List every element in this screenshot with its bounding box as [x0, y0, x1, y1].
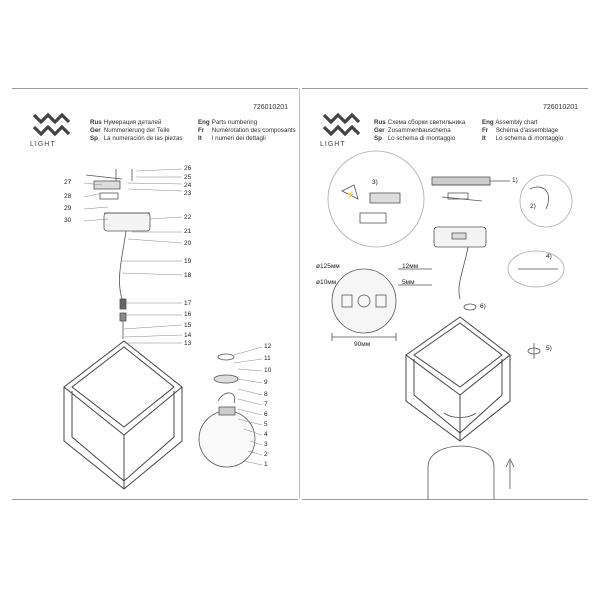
part-number: 10: [264, 367, 272, 374]
title-text: Assembly chart: [495, 119, 538, 126]
step-label: 2): [530, 203, 536, 210]
lang-code: Fr: [198, 127, 205, 134]
lang-code: Sp: [374, 135, 382, 142]
exploded-view-diagram: [63, 168, 263, 490]
step-label: 1): [512, 177, 518, 184]
part-number: 12: [264, 343, 272, 350]
logo-text: LIGHT: [320, 141, 346, 148]
lang-code: Eng: [482, 119, 494, 126]
part-number: 9: [264, 379, 268, 386]
part-number: 13: [184, 340, 192, 347]
dimension-label: ø125мм: [316, 263, 340, 270]
dimension-label: ø10мм: [316, 279, 337, 286]
part-number: 19: [184, 258, 192, 265]
lang-code: Sp: [90, 135, 98, 142]
title-text: Lo schema di montaggio: [495, 135, 564, 142]
lang-code: It: [482, 135, 486, 142]
lang-code: Rus: [374, 119, 386, 126]
part-number: 20: [184, 240, 192, 247]
assembly-diagram: ⚡: [327, 150, 573, 499]
assembly-chart-page: LIGHT 726010201 Rus Схема сборки светиль…: [302, 88, 588, 500]
title-text: Parts numbering: [211, 119, 258, 126]
lang-code: Ger: [90, 127, 101, 134]
part-number: 22: [184, 214, 192, 221]
title-text: Нумерация деталей: [103, 119, 162, 126]
step-label: 4): [546, 253, 552, 260]
part-number: 16: [184, 311, 192, 318]
lang-code: Rus: [90, 119, 102, 126]
lang-code: Ger: [374, 127, 385, 134]
title-text: Zusammenbauschema: [387, 127, 451, 134]
step-label: 6): [480, 303, 486, 310]
product-code: 726010201: [252, 104, 288, 111]
title-text: La numeración de las piezas: [103, 135, 183, 142]
dimension-label: 5мм: [402, 279, 415, 286]
part-number: 7: [264, 401, 268, 408]
title-block-right: Eng Parts numbering Fr Numérotation des …: [198, 119, 296, 143]
part-number: 15: [184, 322, 192, 329]
title-text: Numérotation des composants: [211, 127, 296, 134]
part-number: 1: [264, 461, 268, 468]
parts-numbering-page: LIGHT 726010201 Rus Нумерация деталей Ge…: [12, 88, 298, 500]
title-block-left: Rus Нумерация деталей Ger Nummerierung d…: [90, 119, 183, 143]
part-number: 26: [184, 165, 192, 172]
part-number: 11: [264, 355, 271, 362]
dimension-label: 90мм: [354, 341, 371, 348]
part-number: 25: [184, 174, 192, 181]
part-number: 30: [64, 217, 72, 224]
step-label: 3): [372, 179, 378, 186]
title-block-right: Eng Assembly chart Fr Schéma d'assemblag…: [482, 119, 563, 143]
part-number: 14: [184, 332, 192, 339]
lang-code: Fr: [482, 127, 489, 134]
part-number: 21: [184, 228, 192, 235]
part-number: 23: [184, 190, 192, 197]
page-divider: [299, 88, 300, 498]
title-text: Nummerierung der Teile: [103, 127, 170, 134]
title-text: Lo schema di montaggio: [387, 135, 456, 142]
part-number: 24: [184, 182, 192, 189]
svg-text:⚡: ⚡: [346, 190, 355, 199]
title-text: Schéma d'assemblage: [495, 127, 559, 134]
logo-text: LIGHT: [30, 141, 56, 148]
part-number: 2: [264, 451, 268, 458]
part-number: 17: [184, 300, 192, 307]
part-number: 8: [264, 391, 268, 398]
part-number: 29: [64, 205, 72, 212]
mw-logo-icon: [32, 112, 71, 137]
title-text: Схема сборки светильника: [387, 119, 466, 126]
part-number: 27: [64, 179, 72, 186]
dimension-label: 12мм: [402, 263, 419, 270]
part-number: 4: [264, 431, 268, 438]
part-number: 6: [264, 411, 268, 418]
part-number: 3: [264, 441, 268, 448]
mw-logo-icon: [322, 112, 361, 137]
product-code: 726010201: [542, 104, 578, 111]
title-block-left: Rus Схема сборки светильника Ger Zusamme…: [374, 119, 465, 143]
step-label: 5): [546, 345, 552, 352]
lang-code: Eng: [198, 119, 210, 126]
part-number: 28: [64, 193, 72, 200]
lang-code: It: [198, 135, 202, 142]
part-number: 18: [184, 272, 192, 279]
part-number: 5: [264, 421, 268, 428]
title-text: I numeri dei dettagli: [211, 135, 266, 142]
